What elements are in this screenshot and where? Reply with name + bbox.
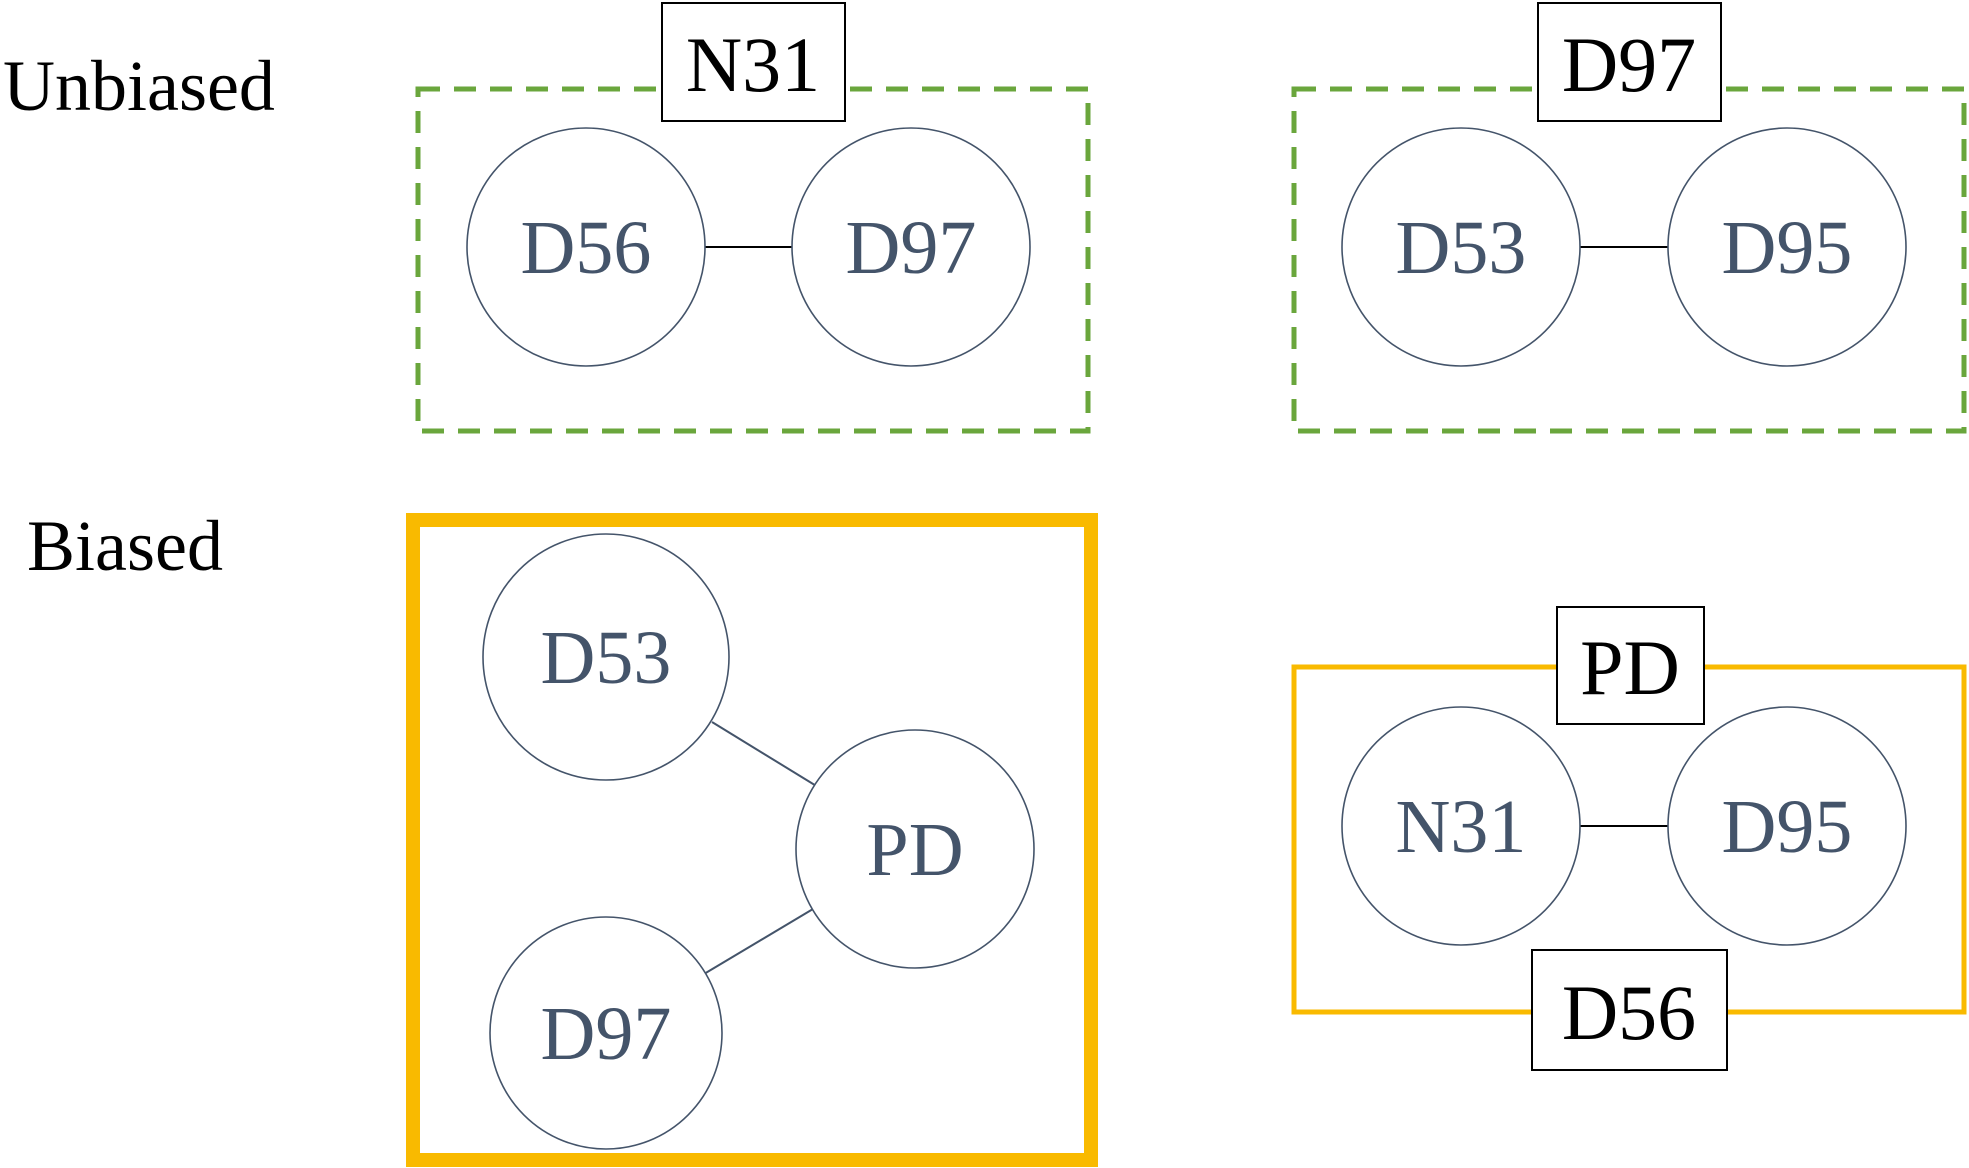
node-biased-d97	[489, 916, 723, 1150]
node-d53	[1341, 127, 1581, 367]
node-d95-label: D95	[1722, 206, 1853, 290]
panel-unbiased-right: D53 D95 D97	[1291, 2, 1967, 434]
node-biased-d95-label: D95	[1722, 785, 1853, 869]
node-d97-label: D97	[846, 206, 977, 290]
biased-left-border	[406, 513, 1098, 1167]
edge-d97-pd	[703, 905, 819, 975]
node-biased-n31	[1341, 706, 1581, 946]
panel-biased-left: D53 PD D97	[406, 513, 1098, 1167]
node-biased-d53	[482, 533, 730, 781]
node-d95	[1667, 127, 1907, 367]
node-d56-label: D56	[521, 206, 652, 290]
panel-biased-right: N31 D95 PD D56	[1291, 606, 1967, 1071]
node-biased-d97-label: D97	[541, 992, 672, 1076]
node-d56	[466, 127, 706, 367]
node-biased-n31-label: N31	[1396, 785, 1527, 869]
node-biased-pd	[795, 729, 1035, 969]
biased-right-bottom-tag-box	[1531, 949, 1728, 1071]
row-label-biased: Biased	[27, 506, 223, 586]
unbiased-left-top-tag: N31	[686, 21, 820, 108]
biased-right-top-tag-box	[1556, 606, 1705, 725]
node-biased-pd-label: PD	[866, 808, 963, 892]
node-biased-d95	[1667, 706, 1907, 946]
node-d53-label: D53	[1396, 206, 1527, 290]
unbiased-left-top-tag-box	[661, 2, 846, 122]
row-label-unbiased: Unbiased	[3, 46, 275, 126]
biased-right-top-tag: PD	[1580, 624, 1680, 711]
unbiased-right-top-tag: D97	[1562, 21, 1696, 108]
node-biased-d53-label: D53	[541, 616, 672, 700]
node-d97	[791, 127, 1031, 367]
unbiased-right-top-tag-box	[1537, 2, 1722, 122]
edge-d53-pd	[711, 721, 819, 788]
panel-unbiased-left: D56 D97 N31	[415, 2, 1091, 434]
biased-right-bottom-tag: D56	[1562, 969, 1696, 1056]
